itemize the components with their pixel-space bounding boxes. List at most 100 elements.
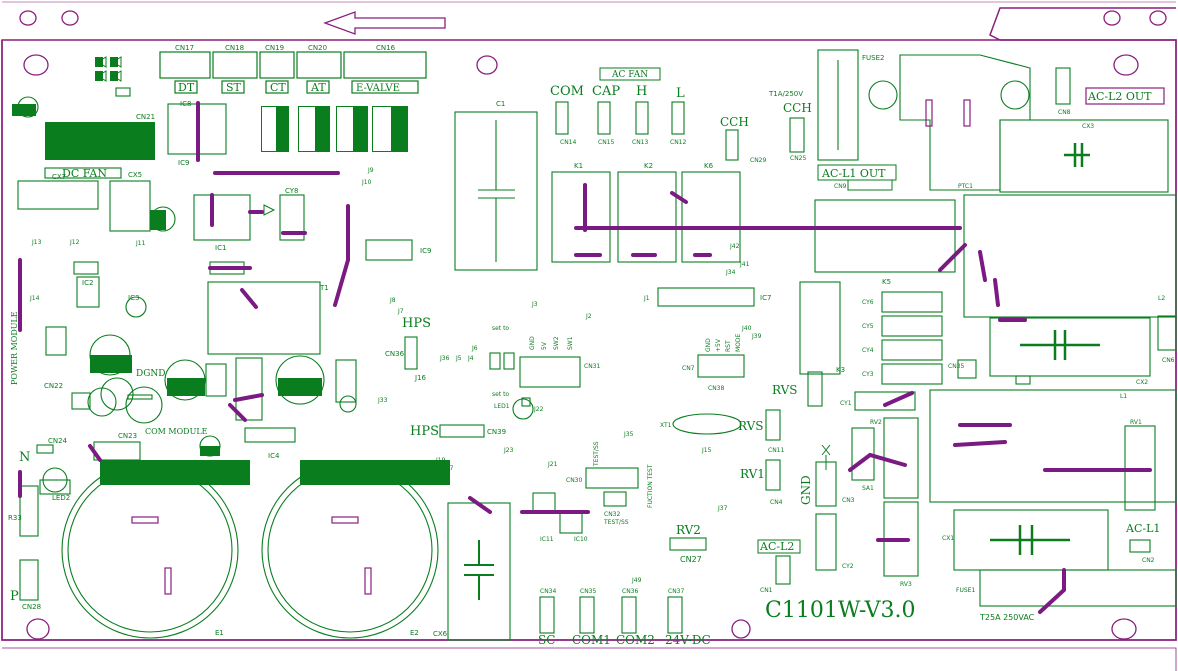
label-cch-small: CCH xyxy=(783,101,812,115)
label-cx3: CX3 xyxy=(1082,123,1094,130)
bottom-j49: J49 xyxy=(631,577,642,584)
label-e2: E2 xyxy=(410,629,419,637)
header-label-st: ST xyxy=(226,81,242,94)
label-cn28: CN28 xyxy=(22,603,41,611)
label-k6: K6 xyxy=(704,162,714,170)
jumper-j7: J7 xyxy=(397,308,404,315)
label-cn6: CN6 xyxy=(1162,357,1175,364)
bottom-cn36: CN36 xyxy=(622,588,638,595)
jumper-j8: J8 xyxy=(389,297,396,304)
label-cy5: CY5 xyxy=(862,323,874,330)
ac-fan-cn13: CN13 xyxy=(632,139,648,146)
bottom-label-com2: COM2 xyxy=(616,633,655,647)
cn9-box xyxy=(847,179,893,191)
label-fuse1: FUSE1 xyxy=(956,587,975,594)
header-id-cn19: CN19 xyxy=(265,44,284,52)
label-cn24: CN24 xyxy=(48,437,68,445)
ac-fan-pin-com: COM xyxy=(550,84,584,99)
jumper-j40: J40 xyxy=(741,325,752,332)
label-acl1out: AC-L1 OUT xyxy=(821,167,886,180)
label-cy8: CY8 xyxy=(285,187,299,195)
label-j16: J16 xyxy=(414,374,427,382)
label-cx5: CX5 xyxy=(128,171,142,179)
label-rvs-2: RVS xyxy=(738,419,764,433)
label-j34: J34 xyxy=(725,269,736,276)
ac-fan-pin-l: L xyxy=(676,86,685,101)
jumper-j4: J4 xyxy=(467,355,474,362)
label-cn4: CN4 xyxy=(770,499,783,506)
label-hps-1: HPS xyxy=(402,316,431,331)
label-cy3: CY3 xyxy=(862,371,874,378)
bottom-label-24v: 24V-DC xyxy=(665,633,711,647)
label-ic4: IC4 xyxy=(268,452,280,460)
label-k2: K2 xyxy=(644,162,653,170)
ac-fan-cn14: CN14 xyxy=(560,139,576,146)
label-k1: K1 xyxy=(574,162,583,170)
ac-fan-cn12: CN12 xyxy=(670,139,686,146)
label-acl1: AC-L1 xyxy=(1125,522,1160,535)
label-cn30: CN30 xyxy=(566,477,582,484)
label-cn35: CN35 xyxy=(948,363,964,370)
label-j42: J42 xyxy=(729,243,740,250)
jumper-j17: J17 xyxy=(443,465,454,472)
label-ic11: IC11 xyxy=(540,536,554,543)
label-ic9b: IC9 xyxy=(420,247,431,255)
jumper-j14: J14 xyxy=(29,295,40,302)
label-cy6: CY6 xyxy=(862,299,874,306)
ac-fan-cn15: CN15 xyxy=(598,139,614,146)
label-power-module: POWER MODULE xyxy=(10,311,19,385)
label-sa1: SA1 xyxy=(862,485,874,492)
label-cn36: CN36 xyxy=(385,350,405,358)
label-fuction-test: FUCTION TEST xyxy=(647,464,654,508)
ac-fan-pin-h: H xyxy=(636,84,647,99)
label-c1: C1 xyxy=(496,100,505,108)
jumper-j11: J11 xyxy=(135,240,146,247)
jumper-j2: J2 xyxy=(585,313,592,320)
header-id-cn16: CN16 xyxy=(376,44,396,52)
cn7-pin-mode: MODE xyxy=(735,333,742,352)
label-l1: L1 xyxy=(1120,393,1127,400)
ground-icon xyxy=(821,444,831,470)
label-cn1: CN1 xyxy=(760,587,773,594)
cn7-pin-5v: +5V xyxy=(715,338,722,352)
sw-label-5v: 5V xyxy=(541,341,548,350)
label-ic2: IC2 xyxy=(82,279,93,287)
label-cx1: CX1 xyxy=(942,535,954,542)
label-ic1: IC1 xyxy=(215,244,226,252)
label-t1: T1 xyxy=(319,284,329,292)
label-t1a: T1A/250V xyxy=(768,90,803,98)
jumper-j9: J9 xyxy=(367,167,374,174)
bottom-label-com1: COM1 xyxy=(572,633,611,647)
label-cn21: CN21 xyxy=(136,113,155,121)
label-cn31: CN31 xyxy=(584,363,600,370)
header-id-cn17: CN17 xyxy=(175,44,194,52)
label-test-ss-vertical: TEST/SS xyxy=(593,441,600,467)
right-area: FUSE2 AC-L2 OUT AC-L1 OUT CN9 CN8 PTC1 C… xyxy=(738,49,1177,623)
jumper-j6: J6 xyxy=(471,345,478,352)
label-ic3: IC3 xyxy=(128,294,139,302)
label-cch: CCH xyxy=(720,115,749,129)
label-j35: J35 xyxy=(623,431,634,438)
label-com-module: COM MODULE xyxy=(145,427,208,436)
label-ic9: IC9 xyxy=(178,159,189,167)
label-cn38: CN38 xyxy=(708,385,724,392)
header-label-at: AT xyxy=(310,81,326,94)
label-led2: LED2 xyxy=(52,494,70,502)
label-acl2out: AC-L2 OUT xyxy=(1087,90,1152,103)
ac-fan-pin-cap: CAP xyxy=(592,84,620,99)
cn7-pin-rst: RST xyxy=(725,340,732,352)
label-cn22: CN22 xyxy=(44,382,63,390)
relay-area: AC FAN COM CAP H L CN14 CN15 CN13 CN12 C… xyxy=(454,67,956,407)
jumper-j12: J12 xyxy=(69,239,80,246)
header-id-cn18: CN18 xyxy=(225,44,244,52)
label-cn23: CN23 xyxy=(118,432,137,440)
ac-fan-title: AC FAN xyxy=(611,70,648,80)
jumper-labels: J1 J2 J3 J4 J5 J6 J7 J8 J9 J10 J11 J12 J… xyxy=(29,167,762,512)
header-label-ct: CT xyxy=(270,81,286,94)
cn36-header xyxy=(404,336,418,370)
label-cn25: CN25 xyxy=(790,155,806,162)
jumper-j1: J1 xyxy=(643,295,650,302)
label-k5: K5 xyxy=(882,278,891,286)
